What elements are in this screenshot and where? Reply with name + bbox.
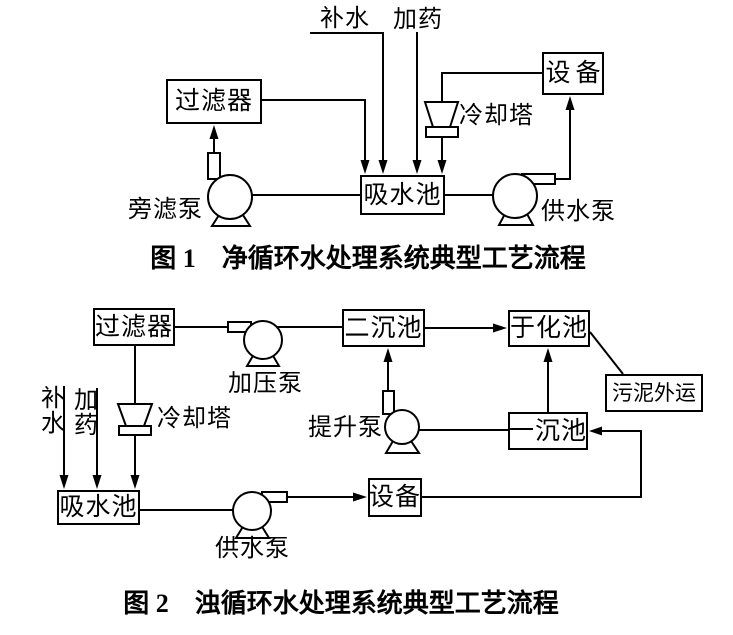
fig2-pressure-pump-label: 加压泵 (228, 371, 303, 397)
fig2-lift-pump-label: 提升泵 (308, 415, 383, 441)
fig1-caption-number: 图 1 (150, 244, 196, 273)
cooling-tower-icon (116, 403, 154, 436)
fig1-supply-pump-label: 供水泵 (541, 199, 616, 225)
arrowhead (412, 160, 422, 174)
fig2-sludge-outbound-box: 污泥外运 (605, 374, 703, 412)
fig2-supply-pump-label: 供水泵 (215, 536, 290, 562)
pump-icon (227, 320, 283, 367)
fig2-suction-pool-box: 吸水池 (57, 490, 140, 525)
fig2-makeup-water-label: 补水 (36, 385, 63, 435)
fig1-dosing-label: 加药 (393, 7, 443, 33)
arrowhead (543, 348, 553, 362)
fig1-suction-pool-box: 吸水池 (360, 175, 445, 215)
fig1-equipment-box: 设备 (542, 52, 604, 95)
flow-line (310, 32, 384, 160)
arrowhead (437, 160, 447, 174)
fig2-equipment-box: 设备 (368, 478, 422, 517)
arrowhead (92, 475, 102, 489)
fig2-filter-box: 过滤器 (93, 308, 175, 346)
fig2-drying-pool-box: 于化池 (508, 310, 590, 347)
fig2-caption-number: 图 2 (123, 589, 169, 618)
arrowhead (589, 426, 602, 436)
fig2-dosing-label: 加药 (69, 387, 96, 437)
fig1-side-filter-pump-label: 旁滤泵 (128, 197, 203, 223)
flow-line (555, 110, 571, 180)
arrowhead (209, 125, 219, 139)
fig1-caption-title: 净循环水处理系统典型工艺流程 (221, 244, 586, 273)
arrowhead (130, 475, 140, 489)
arrowhead (353, 492, 367, 502)
arrowhead (360, 160, 370, 174)
fig1-filter-box: 过滤器 (166, 79, 262, 124)
arrowhead (378, 160, 388, 174)
fig2-caption-title: 浊循环水处理系统典型工艺流程 (194, 589, 559, 618)
fig1-caption: 图 1 净循环水处理系统典型工艺流程 (150, 246, 586, 272)
pump-icon (207, 152, 253, 227)
pump-icon (382, 390, 421, 454)
pump-icon (492, 173, 556, 226)
cooling-tower-icon (423, 101, 460, 138)
fig2-cooling-tower-label: 冷却塔 (157, 406, 232, 432)
arrowhead (383, 348, 393, 362)
flow-line (441, 72, 543, 102)
flow-line (589, 331, 624, 375)
arrowhead (493, 323, 507, 333)
arrowhead (59, 475, 69, 489)
fig2-primary-sedimentation-box: 一沉池 (508, 412, 588, 450)
flow-line (422, 430, 642, 498)
fig1-makeup-water-label: 补水 (320, 6, 370, 32)
flow-line (262, 99, 366, 160)
pump-icon (232, 491, 288, 539)
arrowhead (565, 96, 575, 110)
fig2-secondary-sedimentation-box: 二沉池 (342, 309, 425, 347)
fig1-cooling-tower-label: 冷却塔 (459, 103, 534, 129)
fig2-caption: 图 2 浊循环水处理系统典型工艺流程 (123, 591, 559, 617)
